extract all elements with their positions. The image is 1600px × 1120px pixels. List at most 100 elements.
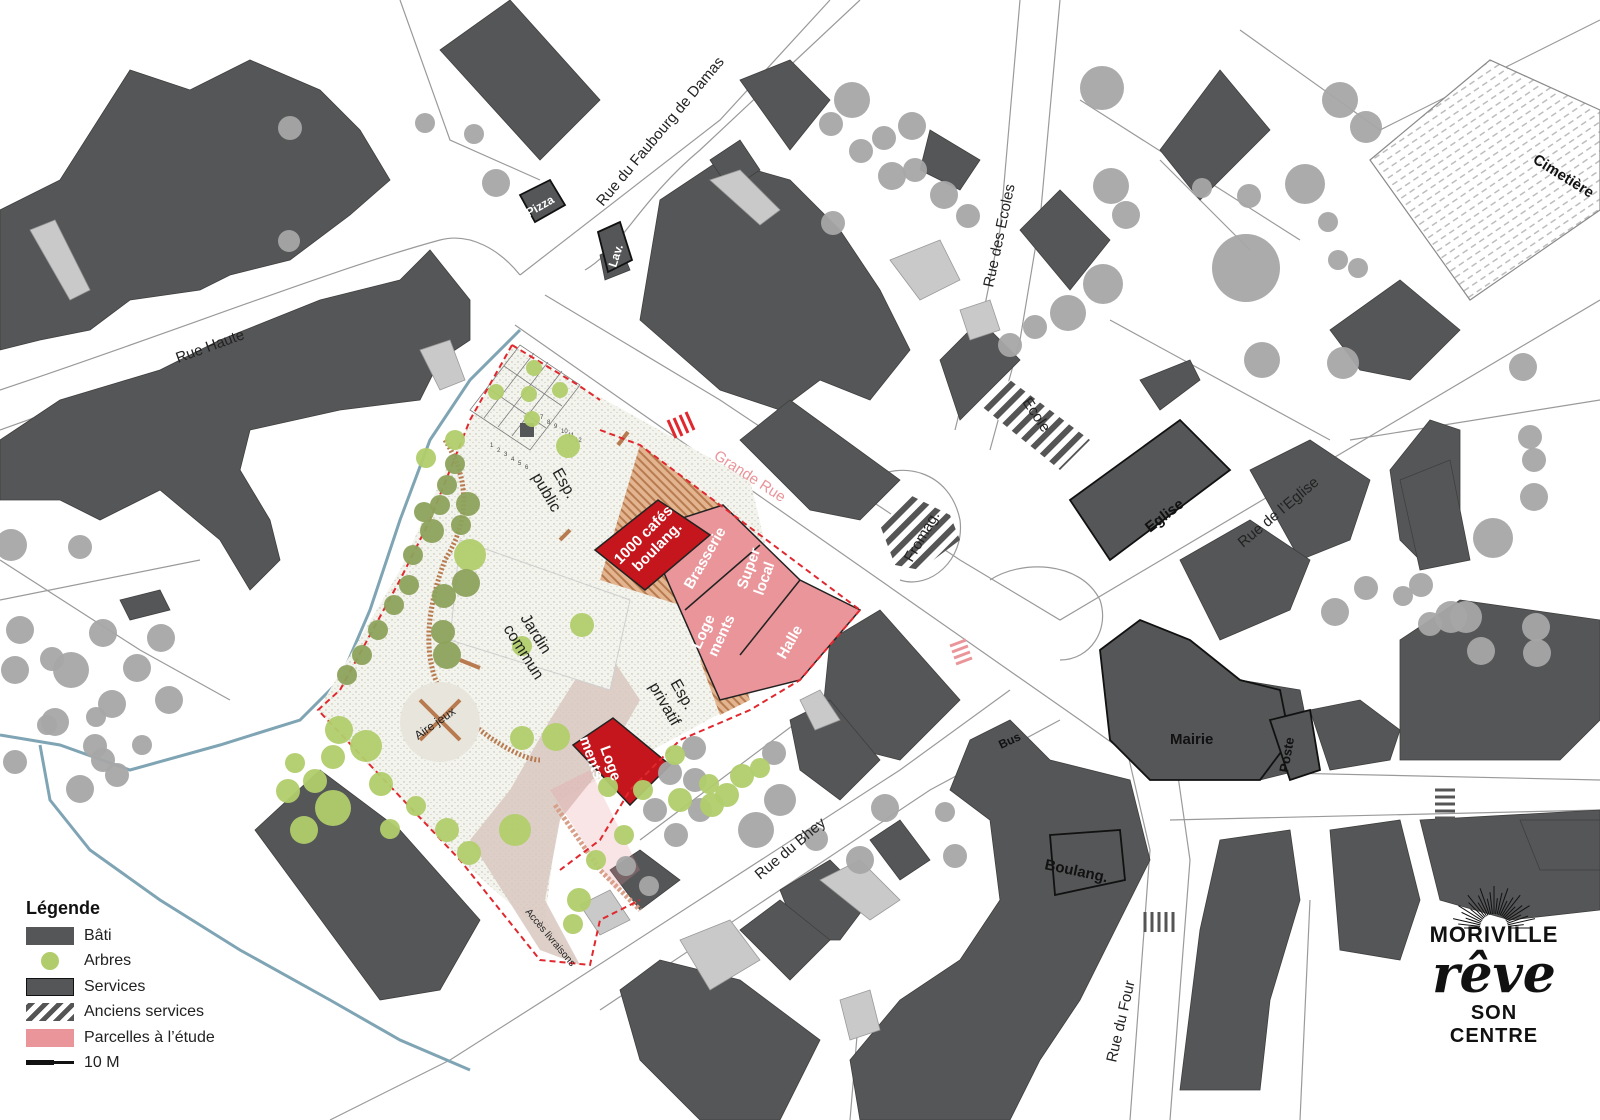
tree-green-icon	[414, 502, 434, 522]
tree-grey-icon	[1450, 601, 1482, 633]
tree-green-icon	[416, 448, 436, 468]
study-parcels	[316, 344, 862, 967]
parking-number: 1	[490, 443, 494, 449]
tree-grey-icon	[849, 139, 873, 163]
sun-ray-icon	[1507, 924, 1524, 927]
tree-grey-icon	[738, 812, 774, 848]
tree-green-icon	[290, 816, 318, 844]
tree-green-icon	[431, 620, 455, 644]
tree-grey-icon	[930, 181, 958, 209]
tree-grey-icon	[98, 690, 126, 718]
tree-green-icon	[488, 384, 504, 400]
tree-green-icon	[499, 814, 531, 846]
tree-grey-icon	[1285, 164, 1325, 204]
tree-grey-icon	[132, 735, 152, 755]
moriville-logo: MORIVILLE rêve SON CENTRE	[1428, 868, 1560, 1048]
services-buildings	[518, 178, 1322, 897]
tree-grey-icon	[998, 333, 1022, 357]
parking-number: 5	[518, 461, 522, 467]
tree-green-icon	[352, 645, 372, 665]
tree-grey-icon	[6, 616, 34, 644]
tree-green-icon	[521, 386, 537, 402]
legend: Légende Bâti Arbres Services Anciens ser…	[26, 898, 266, 1076]
sun-ray-icon	[1452, 918, 1481, 926]
tree-green-icon	[510, 726, 534, 750]
tree-grey-icon	[639, 876, 659, 896]
tree-grey-icon	[935, 802, 955, 822]
sun-ray-icon	[1501, 897, 1514, 917]
tree-green-icon	[406, 796, 426, 816]
tree-grey-icon	[1509, 353, 1537, 381]
tree-grey-icon	[1192, 178, 1212, 198]
legend-item-scale: 10 M	[26, 1051, 266, 1077]
tree-green-icon	[384, 595, 404, 615]
parcel-swatch-icon	[26, 1028, 74, 1047]
tree-green-icon	[567, 888, 591, 912]
tree-green-icon	[369, 772, 393, 796]
tree-grey-icon	[482, 169, 510, 197]
tree-grey-icon	[1237, 184, 1261, 208]
tree-grey-icon	[1083, 264, 1123, 304]
services-swatch-icon	[26, 977, 74, 996]
legend-item-parcelles: Parcelles à l’étude	[26, 1025, 266, 1051]
tree-green-icon	[598, 777, 618, 797]
building-swatch-icon	[26, 926, 74, 945]
tree-green-icon	[445, 454, 465, 474]
tree-grey-icon	[1522, 613, 1550, 641]
parking-number: 9	[554, 424, 558, 430]
tree-grey-icon	[1523, 639, 1551, 667]
parking-number: 4	[511, 457, 515, 463]
tree-green-icon	[457, 841, 481, 865]
tree-green-icon	[454, 539, 486, 571]
tree-green-icon	[633, 780, 653, 800]
parking-number: 6	[525, 465, 529, 471]
logo-sunburst	[1452, 886, 1536, 929]
tree-grey-icon	[86, 707, 106, 727]
tree-green-icon	[315, 790, 351, 826]
tree-grey-icon	[68, 535, 92, 559]
tree-grey-icon	[278, 230, 300, 252]
tree-green-icon	[700, 793, 724, 817]
tree-grey-icon	[1354, 576, 1378, 600]
tree-grey-icon	[658, 761, 682, 785]
tree-grey-icon	[878, 162, 906, 190]
tree-grey-icon	[804, 827, 828, 851]
sun-ray-icon	[1496, 892, 1503, 915]
tree-grey-icon	[1112, 201, 1140, 229]
tree-grey-icon	[1244, 342, 1280, 378]
legend-item-bati: Bâti	[26, 923, 266, 949]
sun-ray-icon	[1486, 898, 1492, 915]
tree-grey-icon	[1522, 448, 1546, 472]
tree-green-icon	[368, 620, 388, 640]
tree-grey-icon	[764, 784, 796, 816]
tree-green-icon	[430, 495, 450, 515]
tree-grey-icon	[278, 116, 302, 140]
tree-green-icon	[303, 769, 327, 793]
parking-number: 7	[540, 415, 544, 421]
sun-ray-icon	[1465, 917, 1481, 924]
tree-grey-icon	[1473, 518, 1513, 558]
tree-grey-icon	[943, 844, 967, 868]
tree-grey-icon	[616, 856, 636, 876]
tree-green-icon	[403, 545, 423, 565]
tree-grey-icon	[147, 624, 175, 652]
tree-grey-icon	[37, 715, 57, 735]
sun-ray-icon	[1470, 908, 1484, 920]
tree-green-icon	[420, 519, 444, 543]
tree-grey-icon	[105, 763, 129, 787]
tree-grey-icon	[1093, 168, 1129, 204]
tree-grey-icon	[1409, 573, 1433, 597]
parking-number: 3	[504, 452, 508, 458]
tree-grey-icon	[66, 775, 94, 803]
tree-grey-icon	[1467, 637, 1495, 665]
tree-green-icon	[524, 411, 540, 427]
sheds	[29, 169, 1001, 1041]
tree-grey-icon	[1212, 234, 1280, 302]
tree-green-icon	[614, 825, 634, 845]
tree-grey-icon	[3, 750, 27, 774]
street-label-four: Rue du Four	[1103, 979, 1138, 1064]
tree-grey-icon	[1348, 258, 1368, 278]
tree-grey-icon	[872, 126, 896, 150]
tree-grey-icon	[1321, 598, 1349, 626]
tree-green-icon	[285, 753, 305, 773]
